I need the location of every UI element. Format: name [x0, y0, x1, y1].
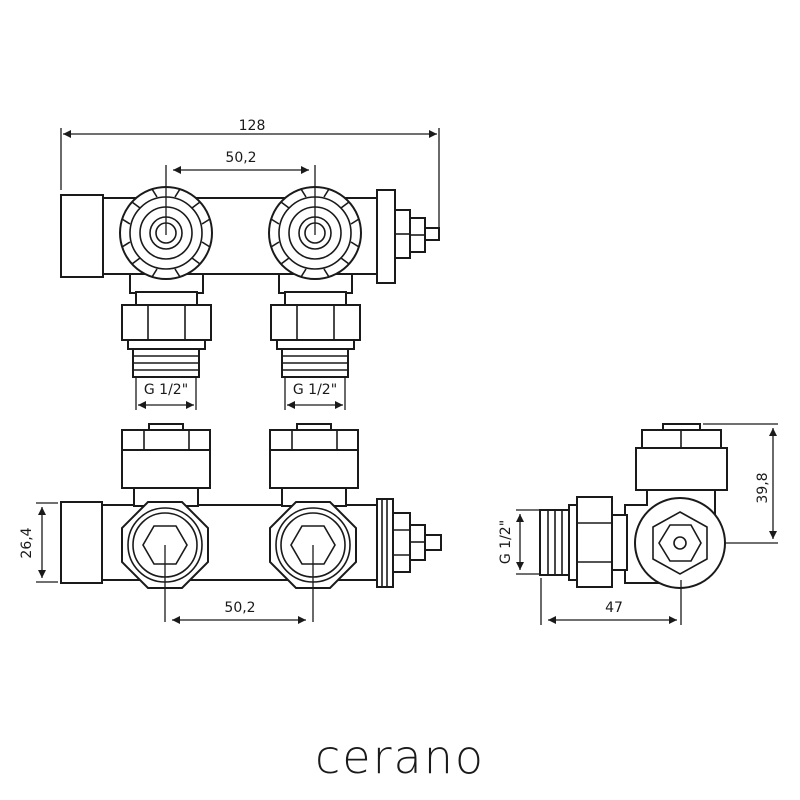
dimension-thread-left: G 1/2"	[144, 382, 188, 398]
valve-pin	[424, 534, 442, 551]
top-view: 128 50,2 G 1/2" G 1/2"	[60, 118, 440, 410]
dimension-side-height: 39,8	[755, 472, 771, 503]
union-nut	[576, 496, 613, 588]
nut	[392, 512, 411, 573]
dimension-overall-length: 128	[239, 118, 266, 134]
dimension-side-depth: 47	[605, 600, 623, 616]
dimension-thread-right: G 1/2"	[293, 382, 337, 398]
front-view: 50,2 26,4	[19, 423, 442, 624]
brand-logo: cerano	[315, 730, 485, 784]
valve-front-right	[269, 423, 359, 589]
flange	[376, 189, 396, 284]
end-cap	[60, 501, 103, 584]
dimension-bottom-spacing: 50,2	[224, 600, 255, 616]
dimension-side-thread: G 1/2"	[498, 520, 514, 564]
dimension-body-height: 26,4	[19, 527, 35, 558]
valve-pin	[424, 227, 440, 241]
end-cap	[60, 194, 104, 278]
cap	[635, 447, 728, 491]
valve-front-left	[121, 423, 211, 589]
flange	[376, 498, 394, 588]
dimension-top-spacing: 50,2	[225, 150, 256, 166]
side-view: 39,8 G 1/2" 47	[498, 423, 778, 625]
